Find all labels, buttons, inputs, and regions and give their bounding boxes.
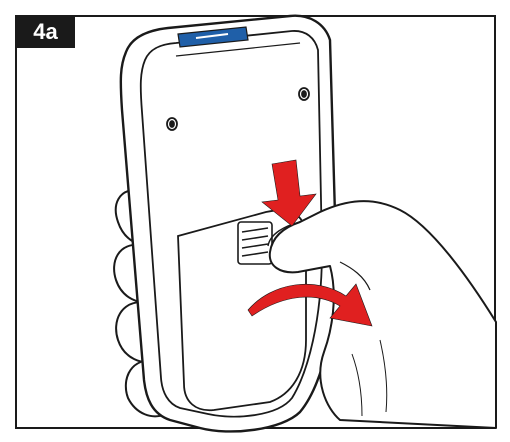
step-label: 4a — [16, 16, 75, 48]
battery-latch[interactable] — [238, 222, 272, 264]
